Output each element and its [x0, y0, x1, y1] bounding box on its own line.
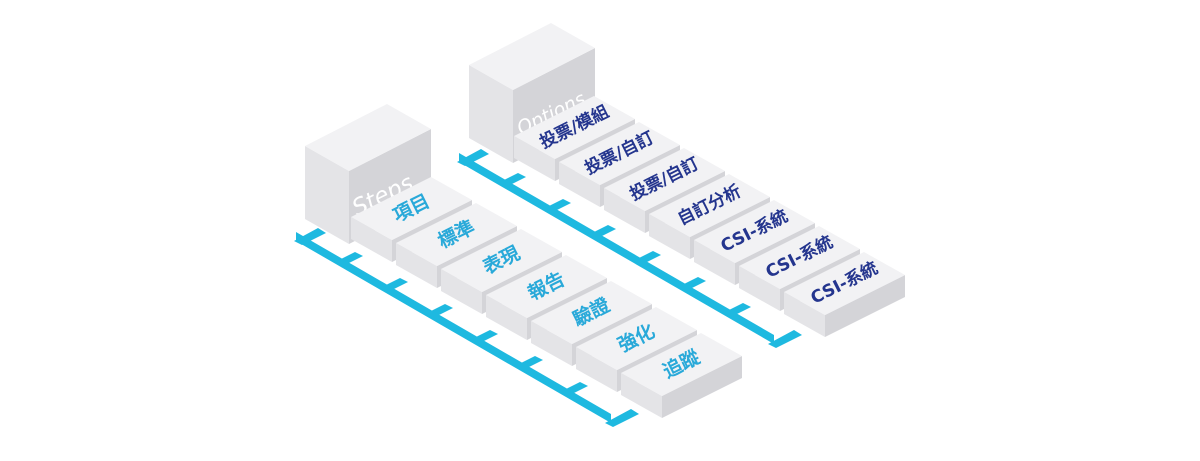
steps-item-block-top-face: [576, 307, 697, 370]
steps-item-block-top-face: [531, 281, 652, 344]
steps-rail-connector: [474, 330, 498, 342]
options-item-block-left-face: [739, 266, 780, 311]
steps-item-block-top-face: [486, 255, 607, 318]
steps-rail-start-cap: [294, 228, 326, 245]
steps-item-block-top-face: [621, 333, 742, 396]
steps-item-block-left-face: [396, 243, 437, 288]
steps-item-block-left-face: [576, 347, 617, 392]
steps-rail-end-cap: [605, 409, 639, 427]
steps-rail-band: [296, 232, 611, 423]
options-rail-band: [459, 153, 774, 344]
options-rail-connector: [502, 173, 526, 185]
options-item-block-left-face: [604, 188, 645, 233]
options-header-box-top-face: [469, 23, 595, 90]
options-rail-connector: [727, 303, 751, 315]
options-column: Options 投票/模組投票/自訂投票/自訂自訂分析CSI-系統CSI-系統C…: [457, 23, 905, 348]
steps-rail-connector: [564, 382, 588, 394]
options-item-block-top-face: [739, 226, 860, 289]
steps-item-block-left-face: [441, 269, 482, 314]
steps-item-block-top-face: [351, 177, 472, 240]
options-item-block-top-face: [649, 174, 770, 237]
options-rail-connector: [682, 277, 706, 289]
options-item-block-left-face: [784, 292, 825, 337]
options-header-box-left-face: [469, 65, 513, 163]
steps-item-7: 追蹤: [621, 333, 742, 418]
steps-header-box-left-face: [305, 146, 349, 244]
options-item-block-right-face: [825, 275, 905, 337]
options-item-block-top-face: [784, 252, 905, 315]
options-item-block-left-face: [559, 162, 600, 207]
options-rail-connector: [637, 251, 661, 263]
steps-item-block-top-face: [396, 203, 517, 266]
steps-item-block-left-face: [486, 295, 527, 340]
options-item-block-top-face: [514, 96, 635, 159]
steps-rail-connector: [519, 356, 543, 368]
options-item-block-top-face: [694, 200, 815, 263]
options-item-block-top-face: [559, 122, 680, 185]
options-rail-end-cap: [768, 330, 802, 348]
steps-header-box-top-face: [305, 104, 431, 171]
options-item-block-left-face: [694, 240, 735, 285]
steps-rail-connector: [339, 252, 363, 264]
options-rail-connector: [547, 199, 571, 211]
options-item-block-left-face: [649, 214, 690, 259]
options-rail-connector: [592, 225, 616, 237]
options-item-block-left-face: [514, 136, 555, 181]
options-rail-start-cap: [457, 149, 489, 166]
steps-rail: [294, 228, 639, 427]
options-item-block-top-face: [604, 148, 725, 211]
steps-item-block-left-face: [621, 373, 662, 418]
steps-rail-connector: [384, 278, 408, 290]
steps-item-block-top-face: [441, 229, 562, 292]
steps-item-block-left-face: [531, 321, 572, 366]
steps-item-block-left-face: [351, 217, 392, 262]
steps-item-block-right-face: [662, 356, 742, 418]
steps-rail-connector: [429, 304, 453, 316]
options-rail: [457, 149, 802, 348]
